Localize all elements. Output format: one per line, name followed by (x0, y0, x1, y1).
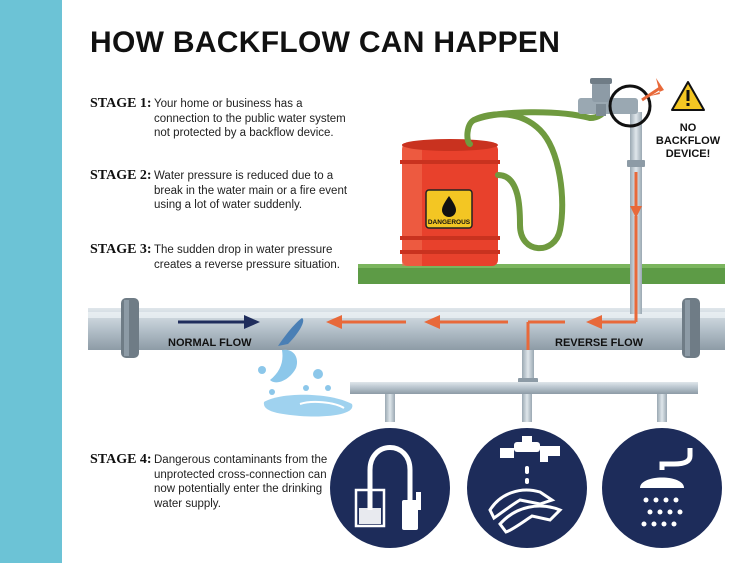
normal-flow-label: NORMAL FLOW (168, 337, 252, 349)
connection-arrow (650, 78, 664, 96)
distribution-pipe (350, 382, 698, 394)
reverse-arrow-down (630, 206, 642, 218)
pipe-coupling-left (121, 298, 139, 358)
left-accent-bar (0, 0, 62, 563)
outdoor-spigot (578, 78, 638, 116)
warning-triangle-icon (671, 81, 705, 111)
pipe-coupling-right (682, 298, 700, 358)
reverse-arrow-left-3 (326, 315, 342, 329)
normal-flow-arrow (178, 315, 260, 329)
barrel-warning-label: DANGEROUS (428, 219, 471, 226)
reverse-flow-label: REVERSE FLOW (555, 337, 644, 349)
stage-1-text: Your home or business has a connection t… (154, 98, 346, 139)
dangerous-barrel: DANGEROUS (400, 139, 500, 266)
water-leak-splash (258, 318, 353, 417)
reverse-arrow-left-1 (586, 315, 602, 329)
highlight-circle (608, 84, 652, 128)
stage-3-text: The sudden drop in water pressure create… (154, 244, 341, 271)
stage-1-label: STAGE 1: (90, 96, 152, 111)
reverse-arrow-left-2 (424, 315, 440, 329)
stage-2-text: Water pressure is reduced due to a break… (154, 170, 348, 211)
hand-washing-icon (467, 428, 587, 548)
no-backflow-label-2: BACKFLOW (656, 135, 721, 147)
stage-2-label: STAGE 2: (90, 168, 152, 183)
no-backflow-label-3: DEVICE! (666, 148, 711, 160)
skull-drop-icon (442, 196, 456, 217)
kitchen-faucet-icon (330, 428, 450, 548)
stage-4-label: STAGE 4: (90, 452, 152, 467)
no-backflow-label-1: NO (680, 122, 697, 134)
stage-4-text: Dangerous contaminants from the unprotec… (154, 454, 328, 510)
shower-icon (602, 428, 722, 548)
page-title: HOW BACKFLOW CAN HAPPEN (90, 26, 561, 59)
stage-3-label: STAGE 3: (90, 242, 152, 257)
